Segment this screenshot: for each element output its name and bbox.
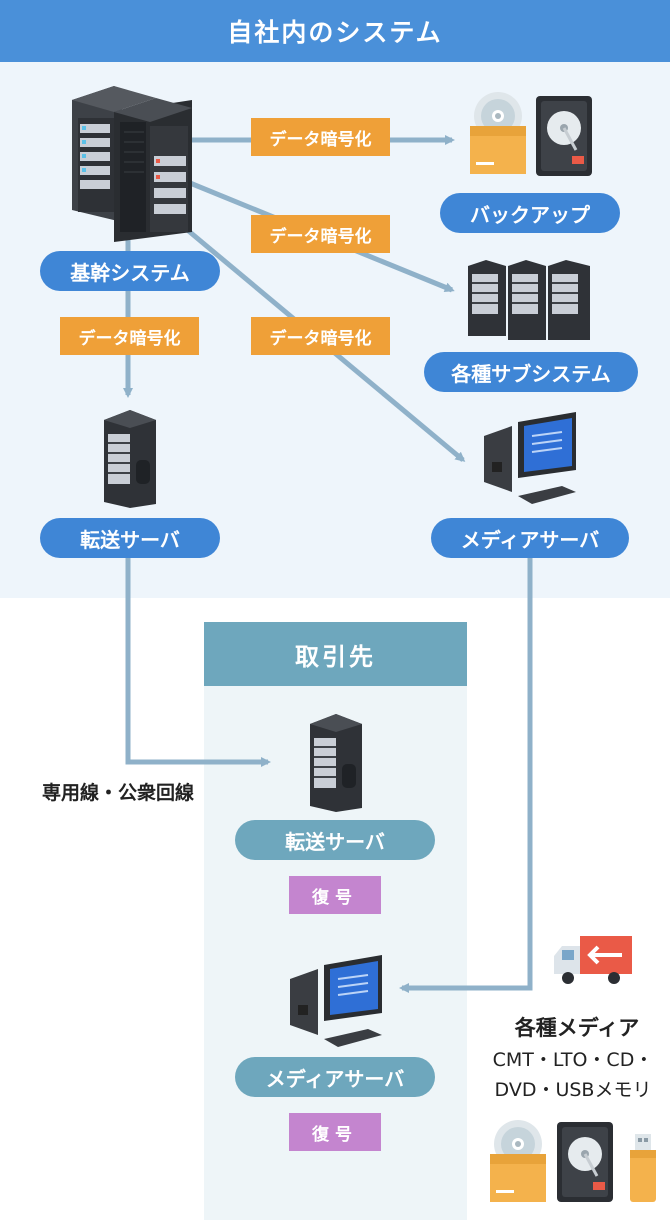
media-server-label: メディアサーバ bbox=[460, 527, 600, 552]
encrypt-tag-media: データ暗号化 bbox=[251, 317, 390, 355]
server-rack-icon bbox=[468, 260, 590, 340]
decrypt-tag-label: 復号 bbox=[312, 1124, 358, 1145]
hard-disk-icon bbox=[557, 1122, 613, 1202]
sub-systems-label: 各種サブシステム bbox=[451, 361, 611, 386]
computer-icon bbox=[290, 955, 382, 1047]
header-band: 自社内のシステム bbox=[0, 0, 670, 62]
encrypt-tag-label: データ暗号化 bbox=[269, 226, 372, 247]
transfer-server-label: 転送サーバ bbox=[80, 527, 180, 552]
partner-header: 取引先 bbox=[204, 622, 467, 686]
encrypt-tag-backup: データ暗号化 bbox=[251, 118, 390, 156]
transfer-server-node: 転送サーバ bbox=[40, 518, 220, 558]
encrypt-tag-label: データ暗号化 bbox=[269, 129, 372, 150]
line-type-label: 専用線・公衆回線 bbox=[42, 782, 195, 804]
encrypt-tag-transfer: データ暗号化 bbox=[60, 317, 199, 355]
media-server-node: メディアサーバ bbox=[431, 518, 629, 558]
truck-icon bbox=[554, 936, 632, 984]
partner-media-server-node: メディアサーバ bbox=[235, 1057, 435, 1097]
partner-transfer-server-node: 転送サーバ bbox=[235, 820, 435, 860]
computer-icon bbox=[484, 412, 576, 504]
decrypt-tag-transfer: 復号 bbox=[289, 876, 381, 914]
media-title: 各種メディア bbox=[514, 1016, 640, 1040]
server-tower-icon bbox=[310, 714, 362, 812]
line-media-to-partner bbox=[399, 558, 533, 993]
partner-transfer-server-label: 転送サーバ bbox=[285, 829, 385, 854]
partner-title: 取引先 bbox=[295, 642, 376, 671]
sub-systems-node: 各種サブシステム bbox=[424, 352, 638, 392]
backup-node: バックアップ bbox=[440, 193, 620, 233]
line-transfer-to-partner bbox=[125, 558, 271, 767]
server-tower-icon bbox=[104, 410, 156, 508]
cd-disc-icon bbox=[470, 92, 526, 174]
backup-label: バックアップ bbox=[470, 202, 590, 227]
header-title: 自社内のシステム bbox=[227, 18, 443, 47]
media-types-line1: CMT・LTO・CD・ bbox=[492, 1049, 654, 1071]
server-rack-icon bbox=[72, 86, 192, 242]
decrypt-tag-media: 復号 bbox=[289, 1113, 381, 1151]
encrypt-tag-subsystems: データ暗号化 bbox=[251, 215, 390, 253]
hard-disk-icon bbox=[536, 96, 592, 176]
encrypt-tag-label: データ暗号化 bbox=[78, 328, 181, 349]
usb-memory-icon bbox=[630, 1134, 656, 1202]
cd-disc-icon bbox=[490, 1120, 546, 1202]
media-types-line2: DVD・USBメモリ bbox=[494, 1079, 652, 1101]
partner-media-server-label: メディアサーバ bbox=[265, 1066, 405, 1091]
arrow-left-icon bbox=[587, 945, 600, 965]
encrypt-tag-label: データ暗号化 bbox=[269, 328, 372, 349]
decrypt-tag-label: 復号 bbox=[312, 887, 358, 908]
core-system-node: 基幹システム bbox=[40, 251, 220, 291]
core-system-label: 基幹システム bbox=[70, 260, 190, 285]
